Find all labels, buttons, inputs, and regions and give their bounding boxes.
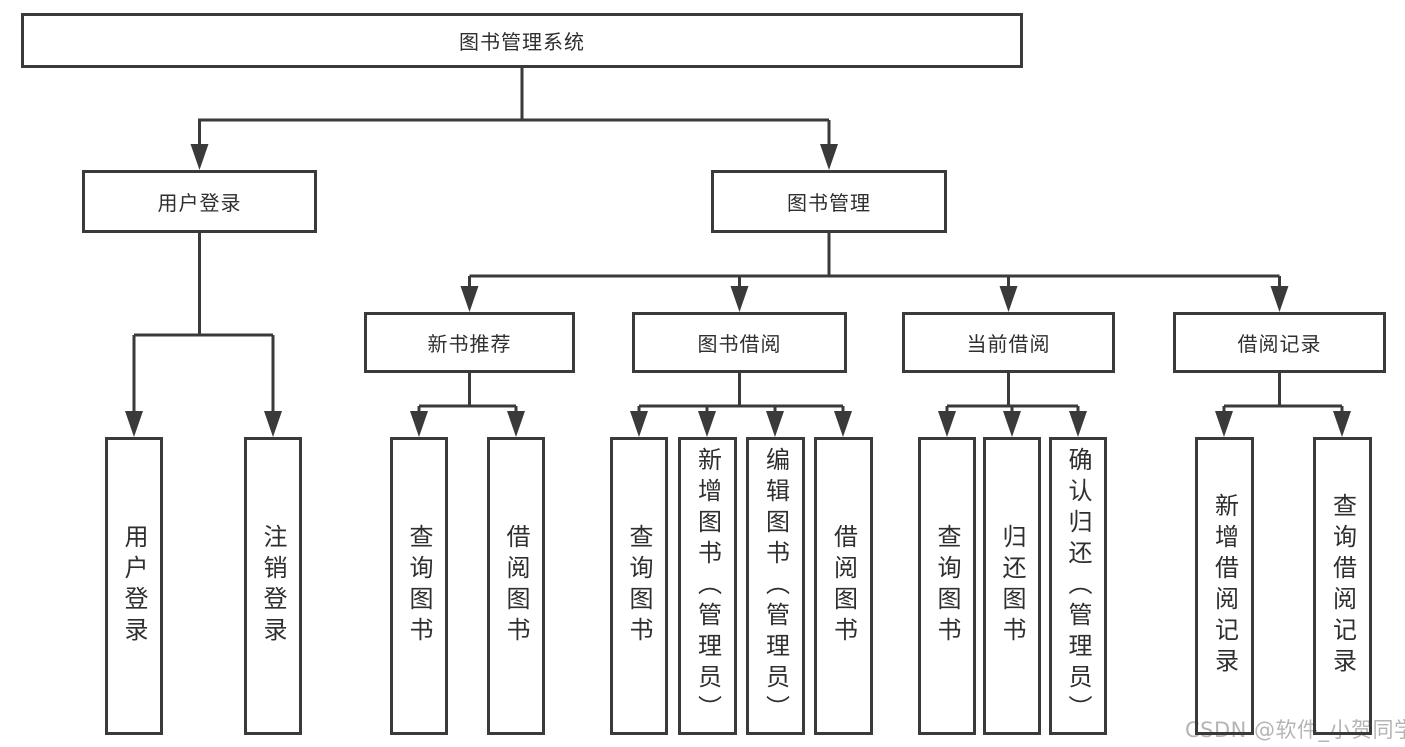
node-user-login: 用户登录 (82, 170, 317, 233)
node-root-library-system: 图书管理系统 (21, 13, 1023, 68)
leaf-add-borrow-record: 新增借阅记录 (1195, 437, 1254, 735)
leaf-borrow-books-recommend: 借阅图书 (487, 437, 545, 735)
node-label: 编辑图书（管理员） (761, 446, 790, 726)
leaf-add-books-admin: 新增图书（管理员） (678, 437, 737, 735)
node-label: 图书管理 (787, 191, 871, 215)
node-label: 借阅记录 (1237, 332, 1322, 356)
edge-current-borrow-to-leaves (938, 373, 1087, 437)
leaf-query-books-borrow: 查询图书 (610, 437, 668, 735)
leaf-query-borrow-record: 查询借阅记录 (1313, 437, 1372, 735)
edge-user-login-to-leaves (125, 233, 282, 437)
leaf-confirm-return-admin: 确认归还（管理员） (1049, 437, 1107, 735)
leaf-logout: 注销登录 (244, 437, 302, 735)
node-label: 借阅图书 (502, 524, 530, 648)
leaf-query-books-recommend: 查询图书 (390, 437, 448, 735)
node-label: 图书借阅 (697, 332, 782, 356)
node-new-book-recommend: 新书推荐 (364, 312, 575, 373)
node-borrow-record: 借阅记录 (1173, 312, 1386, 373)
leaf-user-login: 用户登录 (105, 437, 163, 735)
edge-book-management-to-level3 (460, 233, 1289, 312)
node-book-borrow: 图书借阅 (632, 312, 847, 373)
leaf-borrow-books: 借阅图书 (814, 437, 873, 735)
leaf-query-books-current: 查询图书 (918, 437, 976, 735)
node-label: 归还图书 (998, 524, 1026, 648)
node-label: 新增图书（管理员） (693, 446, 722, 726)
node-label: 用户登录 (120, 524, 148, 648)
node-label: 查询借阅记录 (1328, 493, 1357, 679)
csdn-watermark: CSDN @软件_小贺同学 (1185, 718, 1405, 742)
node-current-borrow: 当前借阅 (902, 312, 1115, 373)
node-label: 用户登录 (157, 191, 242, 215)
node-label: 借阅图书 (829, 524, 858, 648)
node-label: 新增借阅记录 (1210, 493, 1239, 679)
leaf-return-books: 归还图书 (983, 437, 1041, 735)
node-label: 图书管理系统 (459, 30, 585, 54)
node-label: 确认归还（管理员） (1064, 446, 1092, 726)
leaf-edit-books-admin: 编辑图书（管理员） (746, 437, 805, 735)
edge-new-book-recommend-to-leaves (410, 373, 525, 437)
edge-root-to-level2 (190, 68, 838, 170)
node-label: 查询图书 (625, 524, 653, 648)
node-label: 注销登录 (259, 524, 287, 648)
edge-borrow-record-to-leaves (1215, 373, 1351, 437)
node-book-management: 图书管理 (711, 170, 947, 233)
node-label: 查询图书 (933, 524, 961, 648)
node-label: 当前借阅 (966, 332, 1051, 356)
node-label: 查询图书 (405, 524, 433, 648)
edge-book-borrow-to-leaves (630, 373, 852, 437)
node-label: 新书推荐 (427, 332, 512, 356)
